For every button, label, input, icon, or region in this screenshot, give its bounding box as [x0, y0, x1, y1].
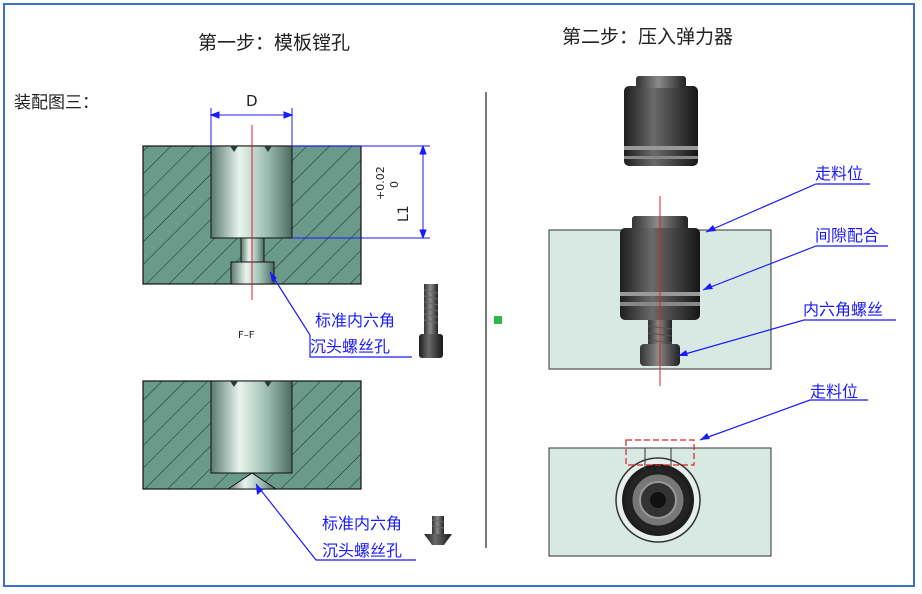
dimension-l1 [292, 144, 430, 240]
callout-countersink-1-line2: 沉头螺丝孔 [310, 337, 391, 356]
drawing-frame [3, 3, 915, 587]
leader-countersink-2 [255, 483, 416, 561]
assembly-label: 装配图三： [14, 93, 99, 113]
leader-hex-screw [677, 319, 896, 357]
feed-position-highlight [625, 439, 695, 466]
leader-feed-position-2 [699, 399, 868, 441]
tol-upper: +0.02 [374, 166, 387, 200]
callout-feed-position-2: 走料位 [810, 382, 859, 401]
callout-clearance-fit: 间隙配合 [815, 226, 880, 245]
callout-countersink-2-line1: 标准内六角 [322, 514, 403, 533]
callout-hex-screw: 内六角螺丝 [803, 300, 884, 319]
dim-d-label: D [246, 92, 258, 110]
leader-feed-position [705, 183, 870, 233]
spring-top-view [615, 448, 701, 543]
countersunk-screw-icon [424, 516, 452, 545]
dim-l1-label: L1 [396, 205, 412, 222]
callout-countersink-1-line1: 标准内六角 [315, 311, 396, 330]
leader-countersink-1 [269, 271, 412, 358]
center-marker [494, 316, 502, 324]
lower-section-plate [142, 380, 362, 490]
right-title: 第二步：压入弹力器 [562, 26, 734, 48]
tol-lower: 0 [388, 181, 401, 188]
section-label: F–F [238, 330, 255, 341]
cap-screw-icon [419, 284, 443, 358]
spring-unit-loose [624, 76, 698, 166]
leader-clearance-fit [702, 245, 888, 291]
left-title: 第一步：模板镗孔 [198, 32, 351, 54]
callout-feed-position: 走料位 [815, 164, 864, 183]
dimension-d [209, 108, 294, 146]
callout-countersink-2-line2: 沉头螺丝孔 [322, 541, 403, 560]
